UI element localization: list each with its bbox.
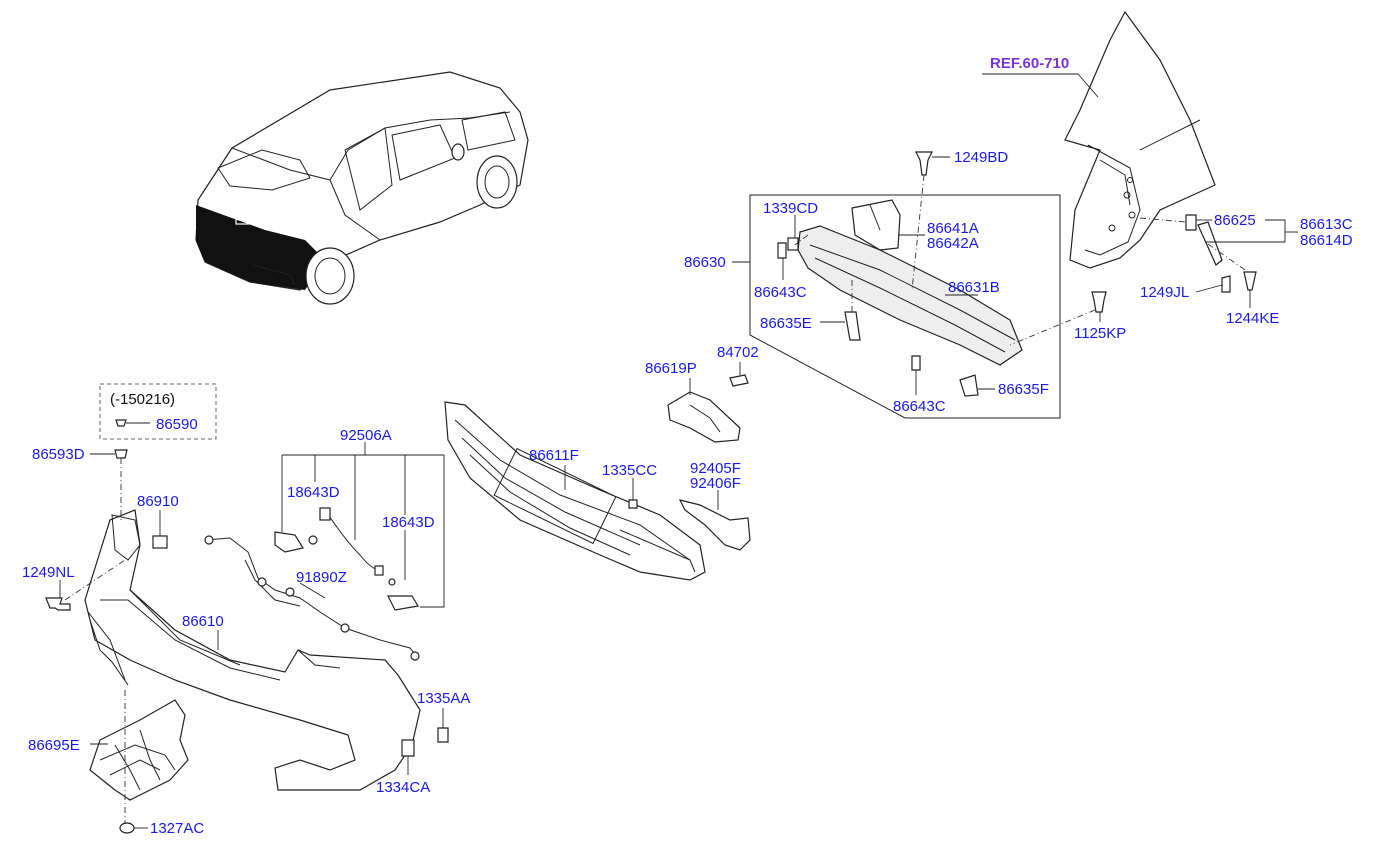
label-1335cc: 1335CC (602, 462, 657, 479)
label-86631b: 86631B (948, 279, 1000, 296)
label-1249nl: 1249NL (22, 564, 75, 581)
label-1339cd: 1339CD (763, 200, 818, 217)
label-86910: 86910 (137, 493, 179, 510)
label-86635f: 86635F (998, 381, 1049, 398)
rear-bumper-beam (797, 225, 1023, 366)
under-cover (89, 699, 189, 801)
label-86619p: 86619P (645, 360, 697, 377)
label-1327ac: 1327AC (150, 820, 204, 837)
rear-lower-diffuser (444, 401, 706, 581)
rear-bumper-cover (84, 509, 421, 791)
label-1249bd: 1249BD (954, 149, 1008, 166)
label-86590: 86590 (156, 416, 198, 433)
label-1335aa: 1335AA (417, 690, 470, 707)
ref-label: REF.60-710 (990, 55, 1069, 72)
label-86643c-top: 86643C (754, 284, 807, 301)
label-86593d: 86593D (32, 446, 85, 463)
label-91890z: 91890Z (296, 569, 347, 586)
label-86635e: 86635E (760, 315, 812, 332)
label-1244ke: 1244KE (1226, 310, 1279, 327)
label-92405f: 92405F (690, 460, 741, 477)
label-1125kp: 1125KP (1074, 325, 1126, 342)
car-illustration (195, 71, 529, 305)
label-86643c-bottom: 86643C (893, 398, 946, 415)
label-18643d-left: 18643D (287, 484, 340, 501)
label-1249jl: 1249JL (1140, 284, 1189, 301)
label-86611f: 86611F (529, 447, 579, 464)
label-1334ca: 1334CA (376, 779, 430, 796)
rear-quarter-panel (1064, 10, 1216, 269)
label-86625: 86625 (1214, 212, 1256, 229)
label-86642a: 86642A (927, 235, 979, 252)
label-86613c: 86613C (1300, 216, 1353, 233)
label-84702: 84702 (717, 344, 759, 361)
label-18643d-right: 18643D (382, 514, 435, 531)
label-92406f: 92406F (690, 475, 741, 492)
label-86641a: 86641A (927, 220, 979, 237)
note-label: (-150216) (110, 391, 175, 408)
label-86695e: 86695E (28, 737, 80, 754)
label-86614d: 86614D (1300, 232, 1353, 249)
label-86610: 86610 (182, 613, 224, 630)
label-86630: 86630 (684, 254, 726, 271)
label-92506a: 92506A (340, 427, 392, 444)
